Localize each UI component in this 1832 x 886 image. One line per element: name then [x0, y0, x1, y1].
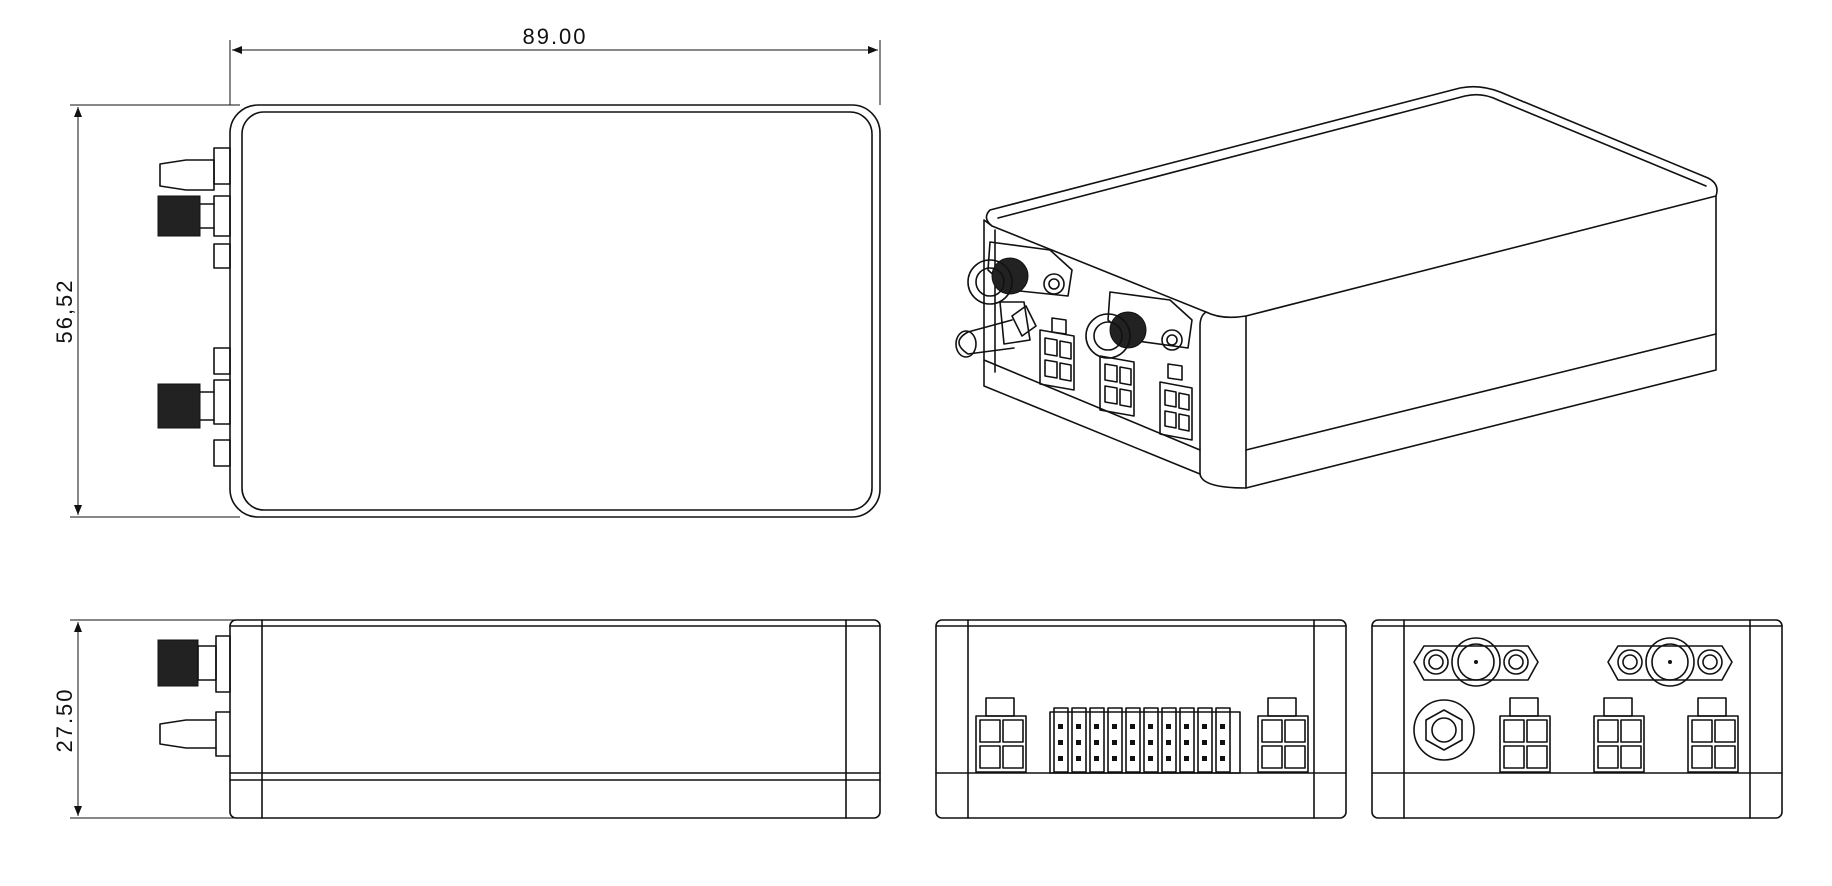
molex-connector-icon: [1593, 697, 1645, 773]
hose-barb-icon: [955, 301, 1037, 358]
molex-connector-icon: [1499, 697, 1551, 773]
molex-connector-icon: [1687, 697, 1739, 773]
molex-connector-icon: [1257, 697, 1309, 773]
sma-thread-icon: [157, 195, 201, 237]
bnc-connector-icon: [967, 241, 1073, 305]
isometric-view: [955, 85, 1718, 489]
bnc-connector-icon: [1413, 637, 1539, 687]
bnc-connector-icon: [1607, 637, 1733, 687]
sma-thread-icon: [157, 639, 199, 687]
sma-thread-icon: [157, 383, 201, 429]
dimension-length-label: 89.00: [522, 24, 587, 49]
top-view: 89.00 56,52: [52, 24, 881, 518]
dimension-height-label: 27.50: [52, 687, 77, 752]
top-view-connectors: [157, 147, 231, 467]
header-connector-icon: [1049, 707, 1241, 774]
molex-connector-icon: [1039, 317, 1075, 391]
molex-connector-icon: [975, 697, 1027, 773]
dimension-length: 89.00: [229, 24, 881, 105]
dimension-width: 56,52: [52, 104, 240, 518]
molex-connector-icon: [1159, 363, 1193, 441]
dimension-width-label: 56,52: [52, 278, 77, 343]
dimension-height: 27.50: [52, 619, 240, 819]
hose-barb-icon: [1413, 699, 1475, 761]
top-view-outer-body: [229, 104, 881, 518]
side-view: 27.50: [52, 619, 881, 819]
side-view-connectors: [157, 635, 231, 757]
top-view-inner-lid: [241, 111, 873, 511]
front-view-a: [935, 619, 1347, 819]
bnc-connector-icon: [1085, 291, 1193, 359]
molex-connector-icon: [1099, 355, 1135, 417]
front-view-b: [1371, 619, 1783, 819]
